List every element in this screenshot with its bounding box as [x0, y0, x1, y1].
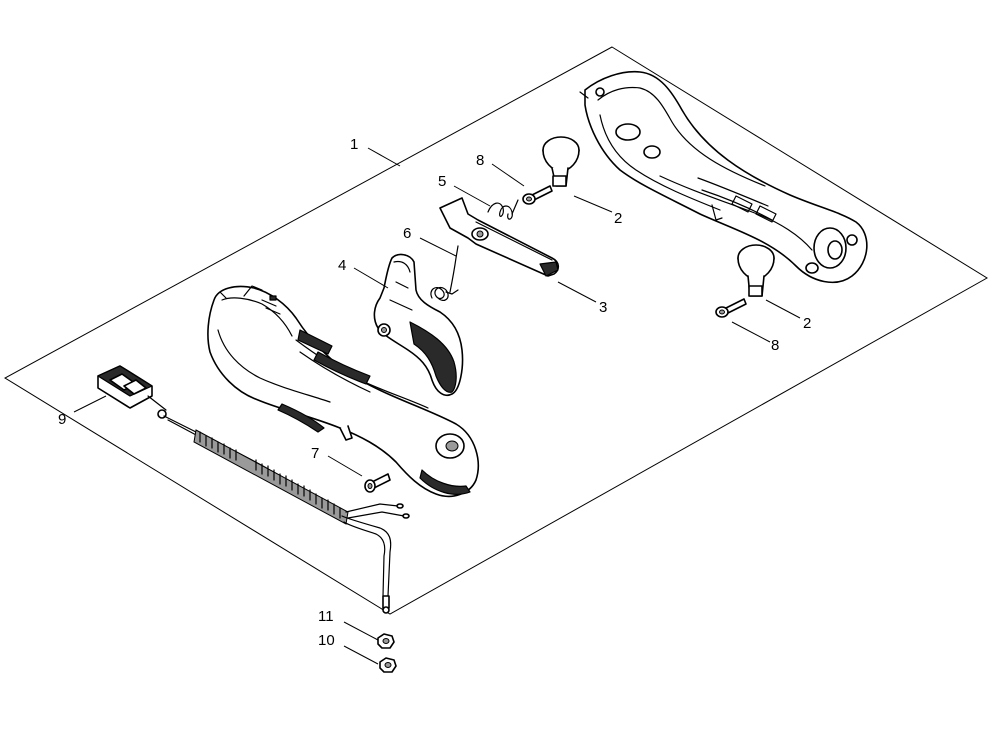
- nut-lower: [379, 657, 397, 673]
- handle-half-right: [579, 70, 868, 284]
- callout-6: 6: [403, 225, 411, 242]
- throttle-lock-lever: [439, 197, 560, 277]
- callout-5: 5: [438, 173, 446, 190]
- callout-11: 11: [318, 608, 334, 625]
- clamp-upper: [542, 136, 580, 187]
- callout-10: 10: [318, 632, 335, 649]
- screw: [364, 473, 391, 493]
- callout-2-lower: 2: [803, 315, 811, 332]
- leader-lines: [73, 147, 801, 665]
- bolt-upper: [522, 185, 553, 205]
- callout-8-lower: 8: [771, 337, 779, 354]
- assembly-boundary: [4, 46, 988, 615]
- callout-1: 1: [350, 136, 358, 153]
- torsion-spring: [430, 245, 459, 302]
- callout-4: 4: [338, 257, 346, 274]
- callout-2-upper: 2: [614, 210, 622, 227]
- handle-half-left: [207, 285, 479, 498]
- callout-3: 3: [599, 299, 607, 316]
- nut-upper: [377, 633, 395, 649]
- spring-small: [487, 199, 519, 220]
- switch-and-cable: [97, 365, 410, 614]
- callout-labels: 1 2 2 3 4 5 6 7 8 8 9 10 11: [58, 136, 811, 649]
- callout-8-upper: 8: [476, 152, 484, 169]
- clamp-lower: [737, 244, 775, 297]
- throttle-trigger: [373, 253, 464, 396]
- callout-9: 9: [58, 411, 66, 428]
- bolt-lower: [715, 298, 747, 318]
- callout-7: 7: [311, 445, 319, 462]
